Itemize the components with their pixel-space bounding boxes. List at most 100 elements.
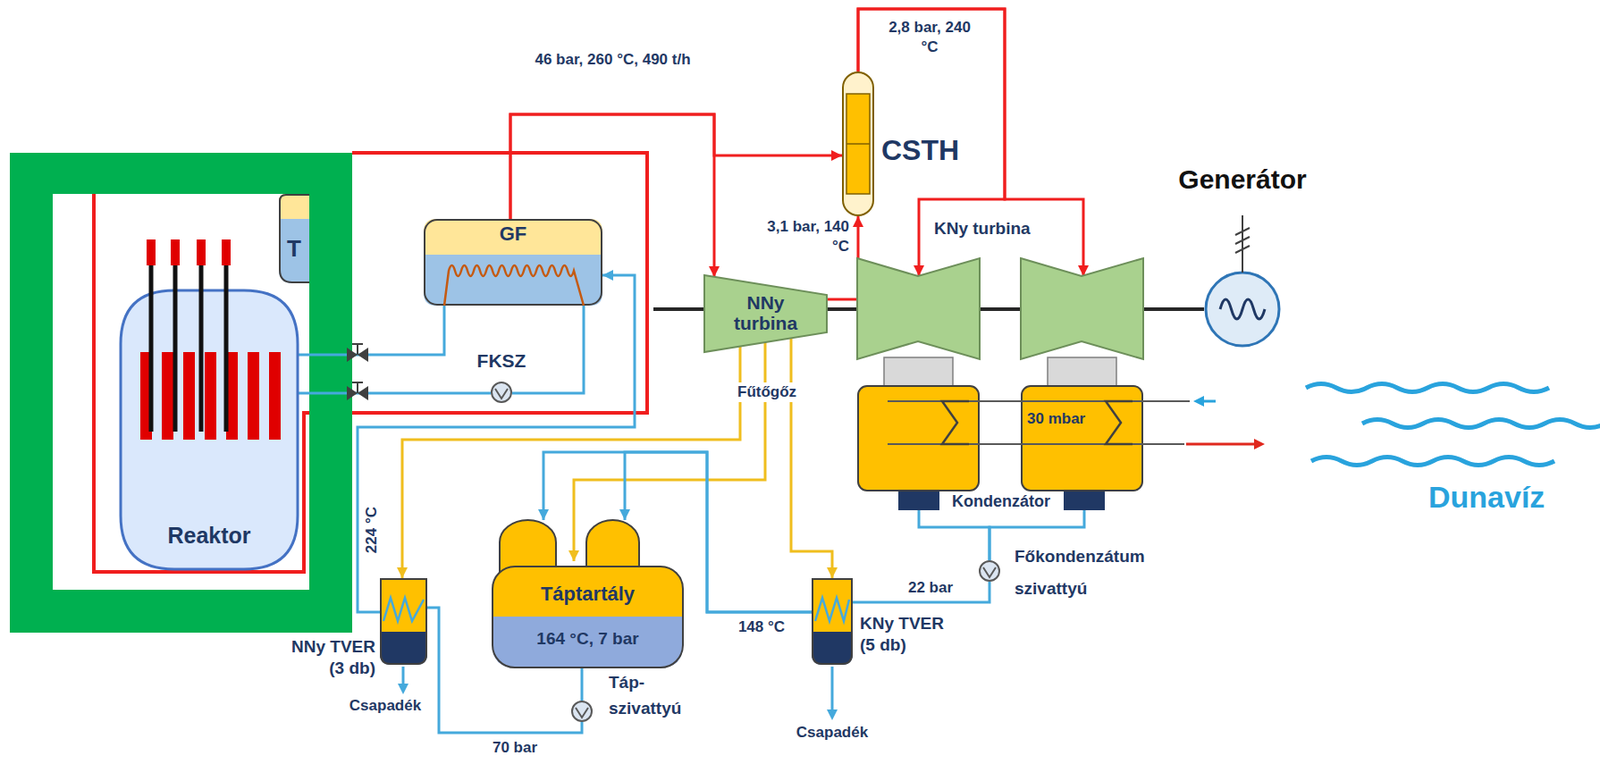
condenser-box-shape-part xyxy=(1202,400,1216,404)
feedwater-tank-shape-part xyxy=(492,566,683,668)
generator-symbol-shape xyxy=(1204,270,1281,348)
pump-symbol-shape-part xyxy=(495,388,508,399)
pressurizer-vessel: T xyxy=(278,193,310,284)
pressurizer-vessel-shape-part xyxy=(278,218,310,284)
pump-symbol-shape xyxy=(571,700,593,723)
reactor-vessel-shape-part xyxy=(204,352,217,440)
pipe-connector xyxy=(858,8,1089,277)
pipe-connector xyxy=(512,305,584,394)
lp-turbine: KNy turbina xyxy=(857,276,1144,360)
reactor-vessel-shape-part xyxy=(170,239,180,266)
river-wave xyxy=(1311,457,1555,466)
feedwater-tank: Táptartály164 °C, 7 bar xyxy=(491,520,684,669)
pipe-connector xyxy=(396,346,741,579)
node-label: Reaktor xyxy=(120,522,298,549)
condenser-box-shape-part xyxy=(1193,395,1205,407)
reactor-vessel-shape-part xyxy=(149,265,154,432)
drain-arrow xyxy=(826,666,838,721)
reactor-vessel-shape-part xyxy=(247,352,260,440)
plain-label: Csapadék xyxy=(344,697,427,716)
generator-symbol-shape-part xyxy=(1205,272,1280,346)
node-label: KNy TVER (5 db) xyxy=(859,613,960,657)
reactor-vessel-shape-part xyxy=(146,239,156,266)
condenser-box-shape-part xyxy=(1186,443,1255,447)
exhaust-neck xyxy=(884,357,953,388)
valve-symbol-part xyxy=(357,347,369,363)
node-label: GF xyxy=(423,222,603,246)
pump-symbol-shape-part xyxy=(572,701,592,722)
node-label: NNy turbina xyxy=(713,292,818,334)
condenser-box-shape-part xyxy=(1254,438,1265,450)
arrow-head xyxy=(619,509,631,521)
reheater-vessel-shape-part xyxy=(846,93,870,194)
heater-exchanger-shape-part xyxy=(379,631,428,666)
pump-symbol: Főkondenzátum szivattyú xyxy=(978,560,1001,582)
flow-value: 70 bar xyxy=(479,738,551,758)
arrow-head xyxy=(852,216,864,228)
generator-symbol-shape-part xyxy=(1235,215,1250,273)
node-label: NNy TVER (3 db) xyxy=(274,636,376,680)
pipe-connector xyxy=(826,309,858,311)
pump-symbol-shape-part xyxy=(491,382,512,403)
lp-turbine-shape-part xyxy=(857,258,980,360)
pipe-connector xyxy=(297,393,491,395)
drain-arrow-part xyxy=(826,709,838,721)
heater-exchanger: NNy TVER (3 db) xyxy=(379,578,428,666)
condenser-box-shape-part xyxy=(1063,491,1105,511)
pump-symbol-shape-part xyxy=(575,707,589,718)
pump-symbol-shape xyxy=(978,560,1001,582)
reactor-vessel-shape-part xyxy=(269,352,281,440)
pressurizer-vessel-shape-part xyxy=(278,193,310,219)
pipe-connector xyxy=(510,114,843,219)
heater-exchanger-shape-part xyxy=(383,597,424,622)
pipe-line xyxy=(297,392,491,396)
reactor-vessel-shape-part xyxy=(221,239,231,266)
exhaust-neck xyxy=(1047,357,1117,388)
generator-symbol-shape-part xyxy=(1220,299,1265,320)
pipe-line xyxy=(512,305,584,394)
reactor-vessel-shape-part xyxy=(183,352,195,440)
arrow-head xyxy=(826,567,838,579)
pipe-line xyxy=(791,337,833,579)
reheater-vessel-shape-part xyxy=(846,143,870,145)
feedwater-tank-shape-part xyxy=(492,616,683,668)
reactor-vessel-shape-part xyxy=(196,239,206,266)
drain-arrow xyxy=(397,666,409,695)
heater-exchanger-shape-part xyxy=(379,578,428,632)
flow-value: 148 °C xyxy=(725,617,798,638)
heater-exchanger-shape-part xyxy=(812,579,852,665)
reactor-vessel-shape xyxy=(120,239,298,570)
steam-generator-shape-part xyxy=(424,219,602,305)
arrow-head xyxy=(831,150,843,161)
pump-symbol-shape xyxy=(490,381,513,404)
reheater-vessel-shape xyxy=(842,71,875,217)
pump-symbol: Táp- szivattyú xyxy=(571,700,593,723)
node-label: Táp- szivattyú xyxy=(608,670,699,722)
flow-value: 2,8 bar, 240 °C xyxy=(880,17,979,58)
reactor-vessel: Reaktor xyxy=(120,239,298,570)
pressurizer-vessel-shape-part xyxy=(279,194,310,283)
arrow-head xyxy=(568,550,580,562)
condenser-box-shape xyxy=(857,385,1144,511)
pipe-connector xyxy=(581,668,583,701)
condenser-box-shape-part xyxy=(898,491,940,511)
plain-label: Csapadék xyxy=(791,724,874,742)
reactor-vessel-shape-part xyxy=(120,290,298,570)
node-label: Kondenzátor xyxy=(943,492,1060,513)
pipe-line xyxy=(297,305,445,355)
node-label: Táptartály xyxy=(491,582,684,607)
reactor-vessel-shape-part xyxy=(161,352,174,440)
river-wave xyxy=(1362,420,1600,429)
node-label: Főkondenzátum szivattyú xyxy=(1014,540,1185,606)
reactor-vessel-shape-part xyxy=(173,265,178,432)
node-label: FKSZ xyxy=(456,349,547,372)
condenser-box: 30 mbarKondenzátor xyxy=(857,385,1144,511)
heater-exchanger-shape-part xyxy=(815,597,850,622)
condenser-box-shape-part xyxy=(942,401,1133,445)
pump-symbol-shape-part xyxy=(983,567,996,578)
steam-generator-shape-part xyxy=(423,218,603,255)
valve-symbol xyxy=(346,382,369,401)
condenser-box-shape-part xyxy=(887,401,1190,445)
